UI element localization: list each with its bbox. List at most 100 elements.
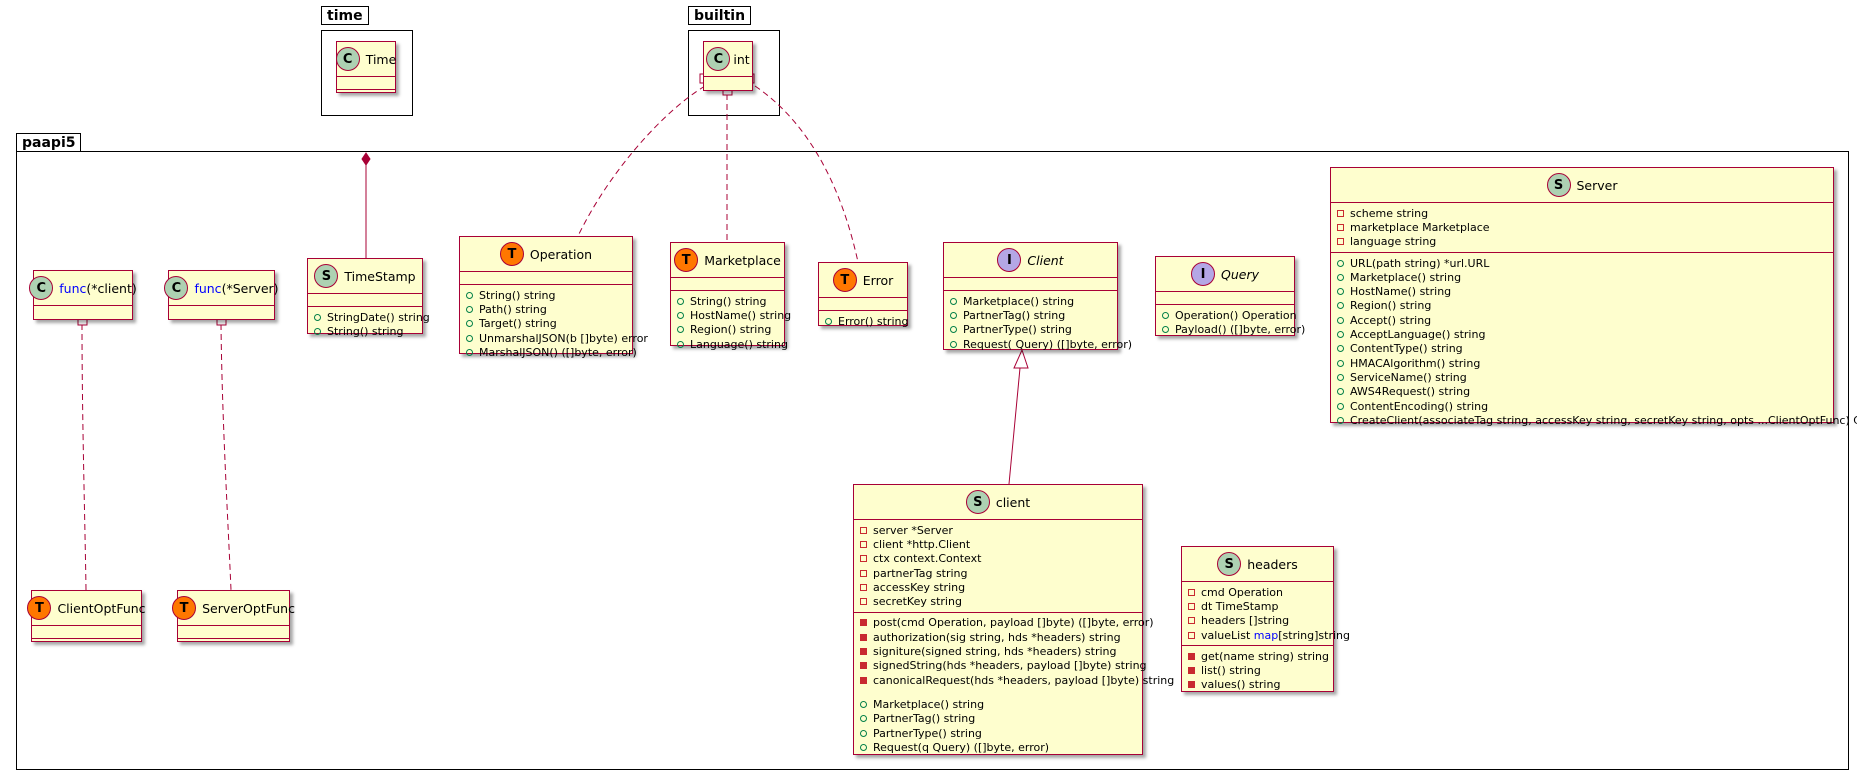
member-text: language string <box>1350 235 1437 249</box>
type-error[interactable]: T Error Error() string <box>818 262 908 328</box>
public-visibility-icon <box>466 320 473 328</box>
member-text: HostName() string <box>690 308 792 322</box>
class-time[interactable]: C Time <box>335 41 397 93</box>
member-text: Region() string <box>1350 299 1432 313</box>
member-text: ContentEncoding() string <box>1350 399 1489 413</box>
public-visibility-icon <box>1337 402 1344 410</box>
inheritance-arrowhead <box>1013 348 1029 369</box>
member-text: accessKey string <box>873 580 966 594</box>
class-fields <box>169 306 274 318</box>
member-text: authorization(sig string, hds *headers) … <box>873 630 1121 644</box>
public-visibility-icon <box>1188 588 1195 596</box>
class-member: headers []string <box>1188 614 1327 628</box>
member-text: valueList map[string]string <box>1201 628 1350 642</box>
public-visibility-icon <box>677 311 684 319</box>
member-text: StringDate() string <box>327 310 430 324</box>
public-visibility-icon <box>860 555 867 563</box>
package-time-tab: time <box>321 6 369 25</box>
public-visibility-icon <box>1337 288 1344 296</box>
dependency-int-operation <box>577 85 706 237</box>
member-text: ServiceName() string <box>1350 370 1467 384</box>
public-visibility-icon <box>677 340 684 348</box>
member-text: Marketplace() string <box>1350 270 1462 284</box>
class-name: Time <box>365 51 397 67</box>
member-text: values() string <box>1201 678 1281 692</box>
member-text: list() string <box>1201 664 1261 678</box>
class-member: AcceptLanguage() string <box>1337 327 1827 341</box>
package-builtin-tab: builtin <box>688 6 752 25</box>
composition-diamond <box>361 152 371 166</box>
public-visibility-icon <box>860 633 867 641</box>
public-visibility-icon <box>1337 388 1344 396</box>
class-member: Marketplace() string <box>1337 270 1827 284</box>
public-visibility-icon <box>860 700 867 708</box>
member-text: Language() string <box>690 337 788 351</box>
member-text: Accept() string <box>1350 313 1432 327</box>
public-visibility-icon <box>314 313 321 321</box>
type-icon: T <box>27 596 52 620</box>
member-text: Marketplace() string <box>963 294 1075 308</box>
class-fields <box>1156 292 1294 305</box>
class-member: PartnerType() string <box>950 323 1111 337</box>
class-func-client[interactable]: C func(*client) <box>29 270 137 320</box>
inheritance-client-Client <box>1008 367 1021 485</box>
member-text: AWS4Request() string <box>1350 385 1471 399</box>
class-member: canonicalRequest(hds *headers, payload [… <box>860 673 1174 687</box>
member-text: canonicalRequest(hds *headers, payload [… <box>873 673 1175 687</box>
class-member: PartnerType() string <box>860 726 1136 740</box>
member-text: String() string <box>479 288 556 302</box>
public-visibility-icon <box>860 598 867 606</box>
class-member: authorization(sig string, hds *headers) … <box>860 630 1136 644</box>
public-visibility-icon <box>860 743 867 751</box>
member-text: ctx context.Context <box>873 552 982 566</box>
class-name: func(*client) <box>59 281 136 296</box>
class-methods <box>337 90 395 102</box>
class-member: Marketplace() string <box>950 294 1111 308</box>
class-member: HostName() string <box>677 308 791 322</box>
public-visibility-icon <box>1188 602 1195 610</box>
public-visibility-icon <box>860 619 867 627</box>
struct-icon: S <box>314 264 339 288</box>
class-func-server[interactable]: C func(*Server) <box>164 270 279 320</box>
public-visibility-icon <box>1337 273 1344 281</box>
public-visibility-icon <box>1337 416 1344 424</box>
class-fields <box>178 626 289 639</box>
public-visibility-icon <box>466 291 473 299</box>
class-member: partnerTag string <box>860 566 1136 580</box>
member-text: post(cmd Operation, payload []byte) ([]b… <box>873 616 1154 630</box>
class-member: signiture(signed string, hds *headers) s… <box>860 644 1136 658</box>
public-visibility-icon <box>860 715 867 723</box>
class-member: ctx context.Context <box>860 552 1136 566</box>
class-name: Query <box>1221 266 1259 282</box>
member-text: get(name string) string <box>1201 649 1329 663</box>
class-member: Operation() Operation <box>1162 308 1297 322</box>
member-text: String() string <box>327 324 404 338</box>
class-member: Region() string <box>677 323 778 337</box>
type-client-opt-func[interactable]: T ClientOptFunc <box>27 590 146 642</box>
public-visibility-icon <box>1337 238 1344 246</box>
class-member: cmd Operation <box>1188 585 1327 599</box>
dependency-funcserver-serveroptfunc <box>220 323 232 591</box>
public-visibility-icon <box>860 526 867 534</box>
class-member: Error() string <box>825 314 908 328</box>
type-server-opt-func[interactable]: T ServerOptFunc <box>172 590 295 642</box>
class-name: Client <box>1027 252 1064 268</box>
dependency-int-error <box>754 85 859 263</box>
package-paapi5-tab: paapi5 <box>16 133 82 152</box>
public-visibility-icon <box>1337 209 1344 217</box>
member-text: PartnerType() string <box>963 323 1072 337</box>
class-int[interactable]: C int <box>703 41 753 91</box>
public-visibility-icon <box>314 327 321 335</box>
struct-icon: S <box>965 490 990 514</box>
public-visibility-icon <box>677 297 684 305</box>
dependency-funcclient-clientoptfunc <box>81 323 87 591</box>
